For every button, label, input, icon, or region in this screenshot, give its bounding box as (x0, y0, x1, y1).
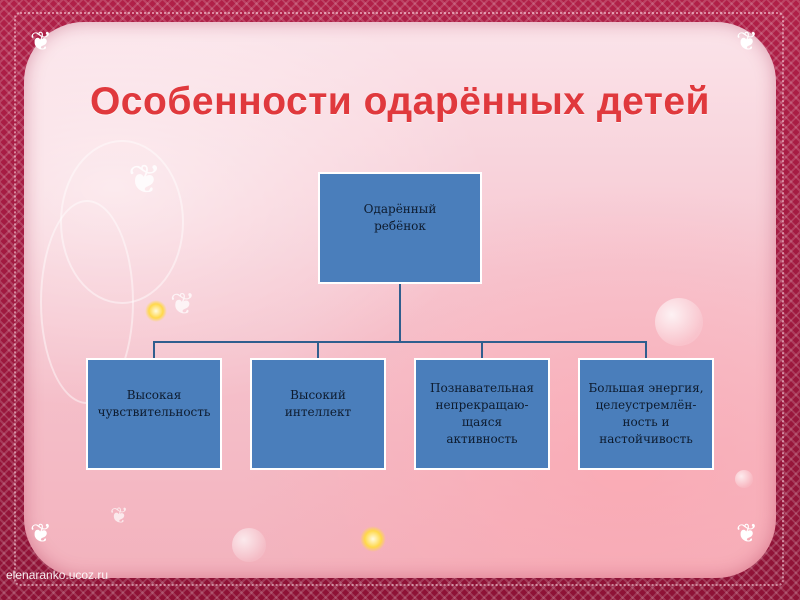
root-node-label: Одарённый ребёнок (363, 202, 437, 233)
child-node: Познавательная непрекращаю- щаяся активн… (414, 358, 550, 470)
light-flare (360, 526, 386, 552)
child-node-label: Высокая чувствительность (97, 388, 211, 419)
child-node-label: Познавательная непрекращаю- щаяся активн… (430, 381, 534, 446)
connector-line (153, 341, 647, 343)
connector-line (645, 341, 647, 358)
butterfly-icon: ❦ (736, 518, 758, 548)
butterfly-icon: ❦ (30, 518, 52, 548)
page-title: Особенности одарённых детей (89, 80, 711, 123)
child-node: Высокая чувствительность (86, 358, 222, 470)
connector-line (317, 341, 319, 358)
bubble (232, 528, 266, 562)
bubble (655, 298, 703, 346)
child-node: Большая энергия, целеустремлён- ность и … (578, 358, 714, 470)
butterfly-icon: ❦ (128, 158, 162, 202)
connector-line (399, 284, 401, 342)
connector-line (481, 341, 483, 358)
butterfly-icon: ❦ (30, 26, 52, 56)
light-flare (145, 300, 167, 322)
butterfly-icon: ❦ (736, 26, 758, 56)
child-node-label: Большая энергия, целеустремлён- ность и … (588, 381, 704, 446)
child-node: Высокий интеллект (250, 358, 386, 470)
bubble (735, 470, 753, 488)
butterfly-icon: ❦ (110, 503, 129, 528)
watermark: elenaranko.ucoz.ru (6, 568, 109, 582)
butterfly-icon: ❦ (170, 288, 196, 321)
root-node: Одарённый ребёнок (318, 172, 482, 284)
child-node-label: Высокий интеллект (284, 388, 352, 419)
frame-border (14, 12, 784, 586)
connector-line (153, 341, 155, 358)
